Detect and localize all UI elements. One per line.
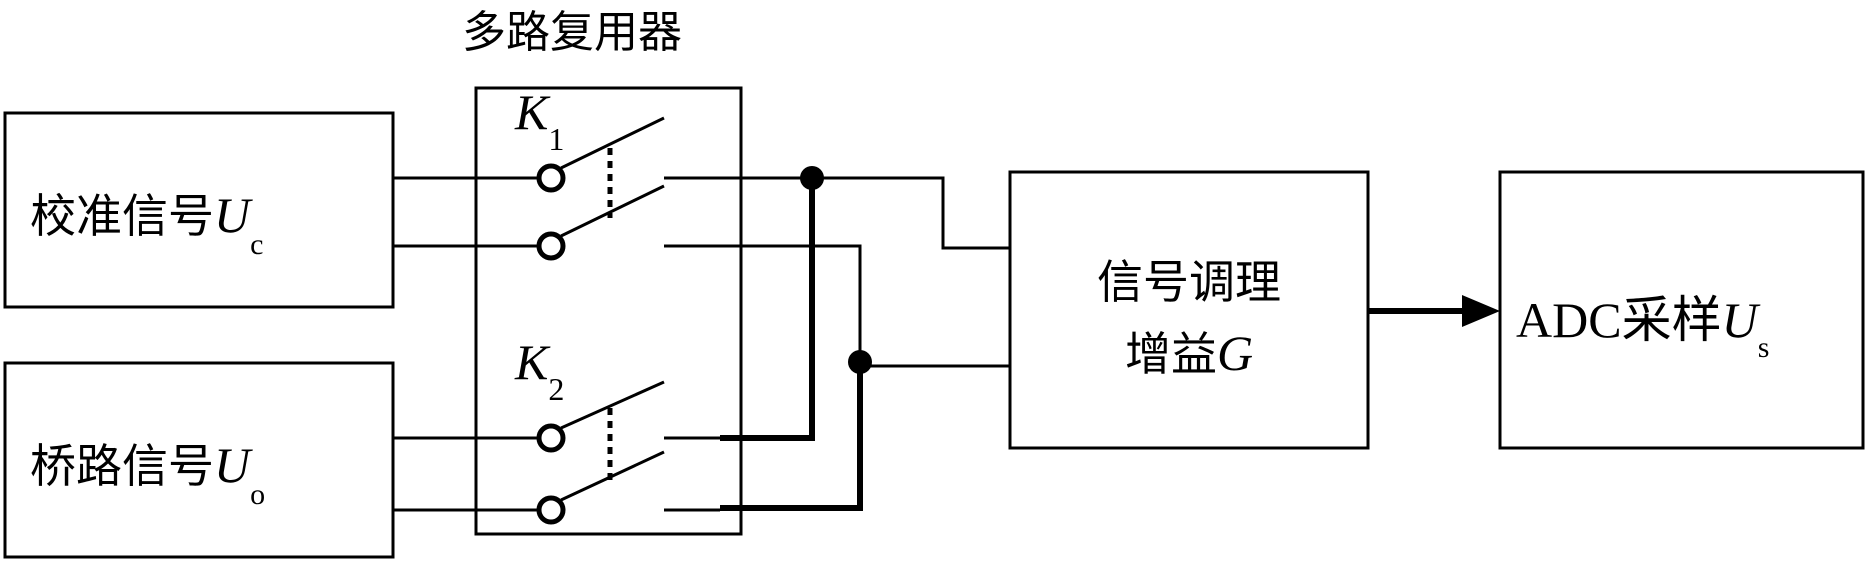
multiplexer-title: 多路复用器: [462, 7, 682, 58]
bridge-signal-symbol: U: [214, 437, 253, 493]
wire-k1-out-bottom: [664, 244, 862, 366]
switch-k2-terminal-bottom: [536, 495, 566, 525]
bus-k2-bottom: [720, 362, 863, 511]
output-arrow: [1368, 295, 1500, 327]
svg-text:增益G: 增益G: [1125, 325, 1253, 381]
bridge-signal-subscript: o: [250, 478, 265, 511]
bus-k2-top: [720, 176, 815, 441]
switch-k2-symbol: K: [514, 334, 551, 390]
adc-sampling-label: ADC采样: [1516, 292, 1722, 348]
switch-k1-terminal-bottom: [536, 231, 566, 261]
calibration-signal-symbol: U: [214, 187, 253, 243]
calibration-signal-label: 校准信号: [30, 189, 214, 243]
switch-k2: K2: [514, 334, 665, 525]
adc-sampling-symbol: U: [1722, 292, 1761, 348]
adc-sampling-subscript: s: [1758, 331, 1770, 364]
svg-text:ADC采样Us: ADC采样Us: [1516, 292, 1769, 364]
signal-conditioning-label: 信号调理: [1097, 255, 1281, 309]
bridge-signal-block: 桥路信号Uo: [3, 361, 395, 559]
junction-dot-top: [800, 166, 824, 190]
switch-k1-terminal-top: [536, 163, 566, 193]
switch-k2-subscript: 2: [548, 371, 564, 407]
switch-k1-symbol: K: [514, 84, 551, 140]
adc-sampling-block: ADC采样Us: [1498, 170, 1865, 450]
switch-k2-terminal-top: [536, 423, 566, 453]
gain-symbol: G: [1217, 325, 1253, 381]
calibration-signal-subscript: c: [250, 228, 263, 261]
bridge-signal-label: 桥路信号: [30, 439, 214, 493]
calibration-signal-block: 校准信号Uc: [3, 111, 395, 309]
svg-text:校准信号Uc: 校准信号Uc: [30, 187, 263, 261]
junction-dot-bottom: [848, 350, 872, 374]
signal-conditioning-block: 信号调理 增益G: [1008, 170, 1370, 450]
switch-k1-subscript: 1: [548, 121, 564, 157]
svg-text:桥路信号Uo: 桥路信号Uo: [30, 437, 265, 511]
gain-label: 增益: [1125, 327, 1217, 381]
svg-text:K1: K1: [514, 84, 564, 157]
svg-text:K2: K2: [514, 334, 564, 407]
switch-k1: K1: [514, 84, 665, 261]
